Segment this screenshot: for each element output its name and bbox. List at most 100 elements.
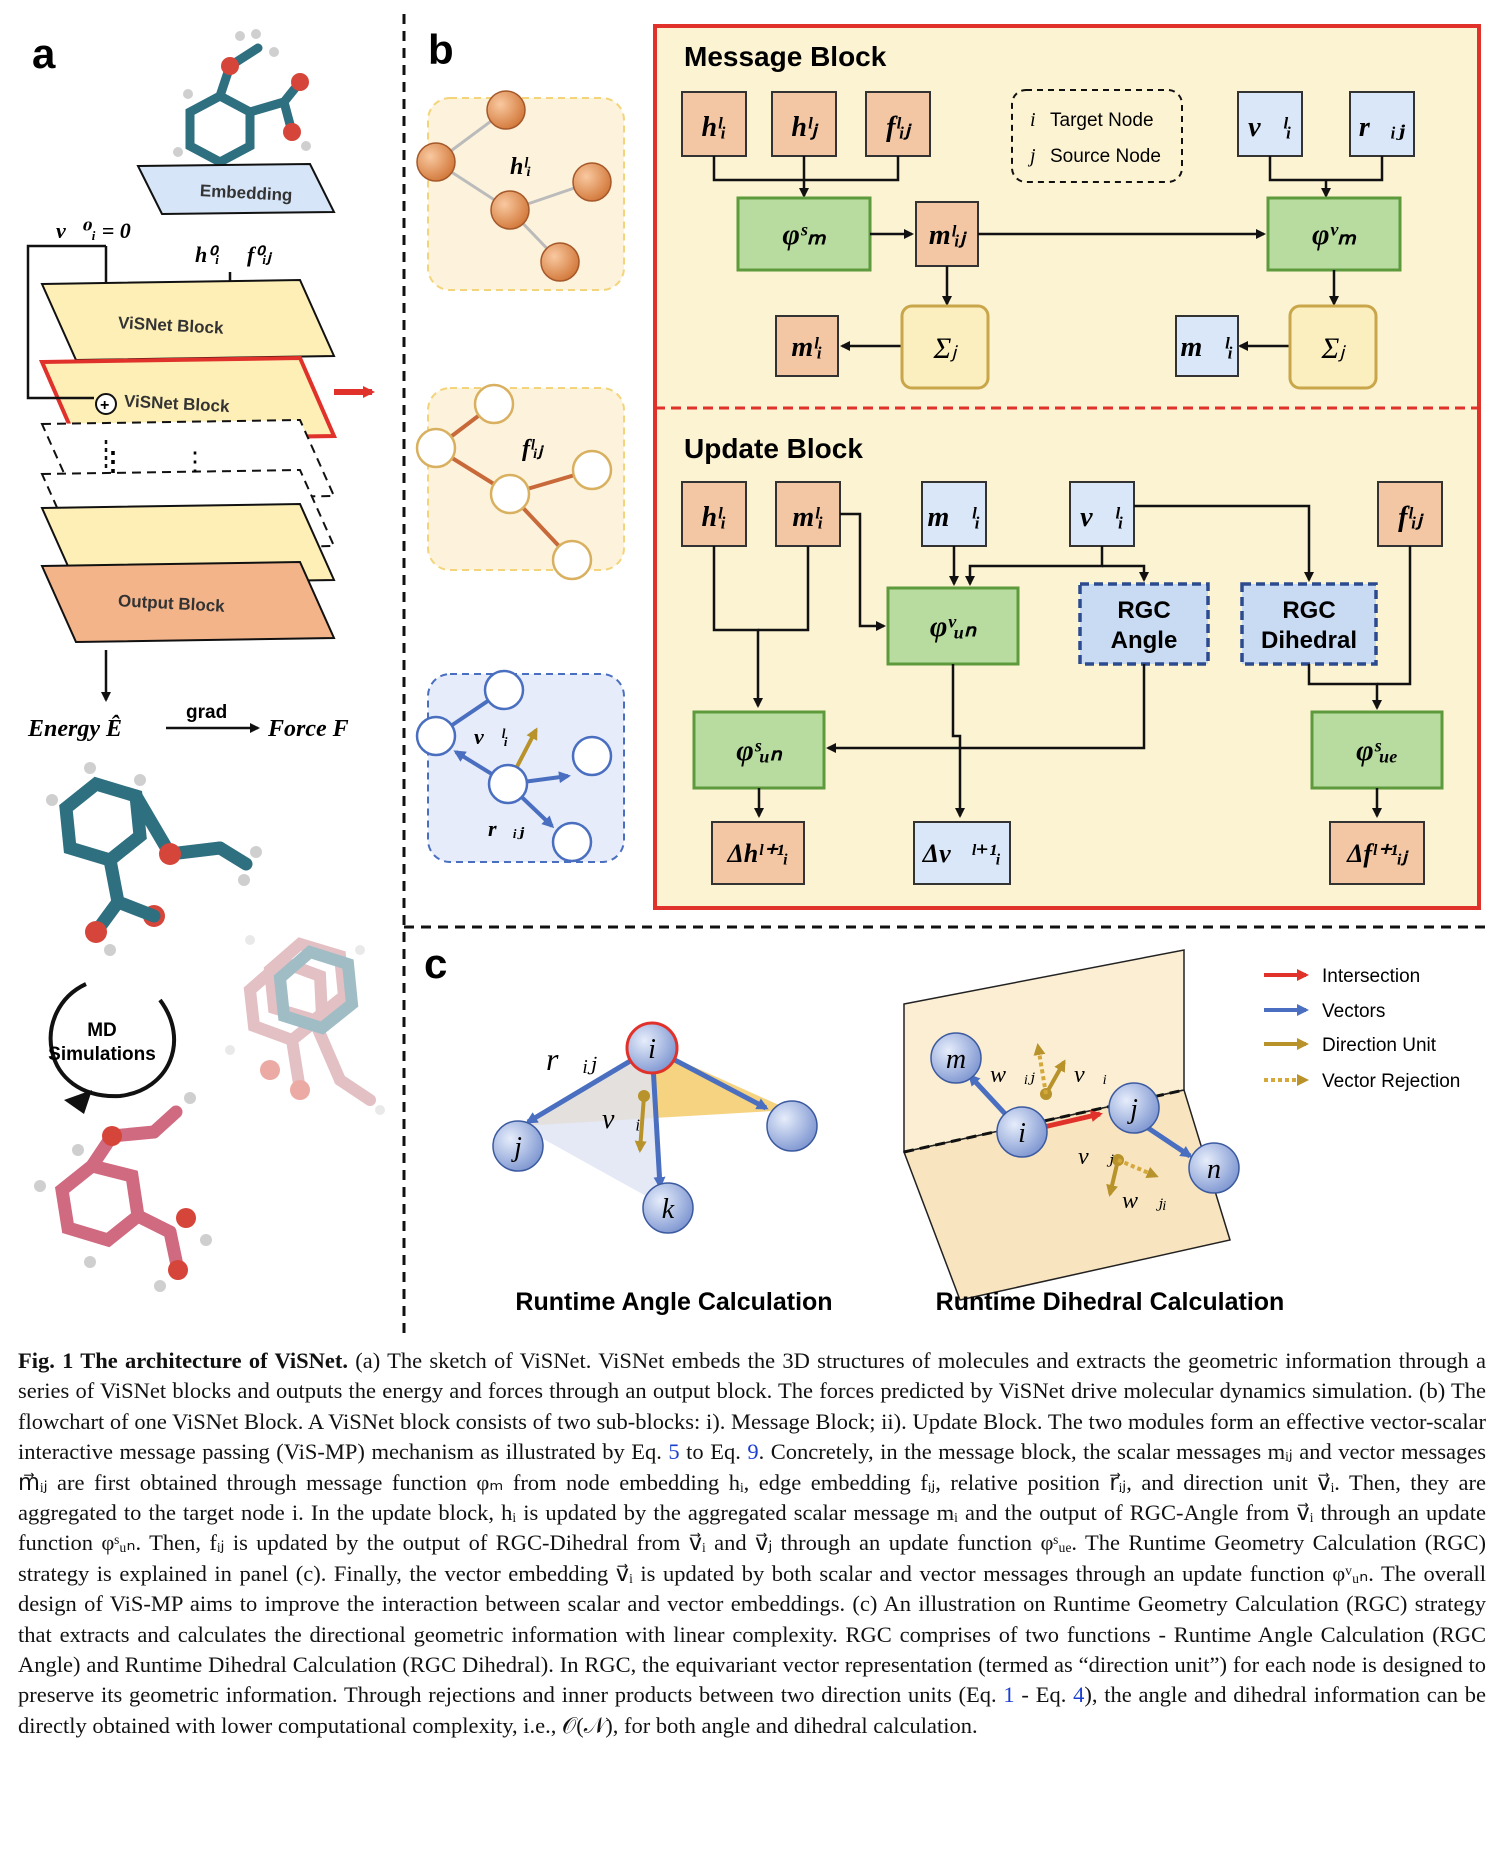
svg-text:v⃗ᵢ: v⃗ᵢ bbox=[602, 1104, 641, 1135]
caption-heading: Fig. 1 The architecture of ViSNet. bbox=[18, 1348, 348, 1373]
panel-c: Intersection Vectors Direction Unit Vect… bbox=[492, 949, 1460, 1316]
svg-text:v⃗ᵢ: v⃗ᵢ bbox=[1074, 1062, 1107, 1088]
svg-text:φᵛᵤₙ: φᵛᵤₙ bbox=[930, 610, 977, 643]
phi-message-scalar bbox=[736, 196, 872, 272]
output-delta-v bbox=[913, 821, 1011, 885]
sum-scalar bbox=[900, 304, 990, 390]
svg-text:mˡᵢⱼ: mˡᵢⱼ bbox=[929, 220, 967, 251]
panel-label-b: b bbox=[428, 26, 454, 73]
caption-body-5: ), the angle and dihedral information ca… bbox=[18, 1682, 1486, 1738]
oxygen-atom bbox=[221, 57, 239, 75]
runtime-dihedral-illustration: m i j n w⃗ᵢⱼ v⃗ᵢ v⃗ⱼ w⃗ⱼᵢ bbox=[902, 949, 1240, 1301]
legend-source: Source Node bbox=[1050, 146, 1161, 167]
svg-text:Direction Unit: Direction Unit bbox=[1322, 1035, 1437, 1056]
upd-input-v-i bbox=[1069, 481, 1135, 547]
caption-body-4: - Eq. bbox=[1014, 1682, 1074, 1708]
h0-label: h⁰ᵢ bbox=[195, 242, 220, 267]
eq-ref-9[interactable]: 9 bbox=[747, 1439, 759, 1465]
svg-text:+: + bbox=[100, 397, 109, 414]
phi-update-scalar bbox=[692, 710, 826, 790]
svg-text:Σⱼ: Σⱼ bbox=[1320, 332, 1346, 365]
output-delta-h bbox=[711, 821, 805, 885]
eq-ref-5[interactable]: 5 bbox=[668, 1439, 680, 1465]
upd-input-h-i bbox=[681, 481, 747, 547]
svg-text:fˡᵢⱼ: fˡᵢⱼ bbox=[886, 112, 912, 143]
svg-text:mˡᵢ: mˡᵢ bbox=[791, 332, 822, 363]
caption-body-2: to Eq. bbox=[679, 1439, 748, 1465]
svg-text:Δhˡ⁺¹ᵢ: Δhˡ⁺¹ᵢ bbox=[726, 839, 788, 868]
edge-f-label: fˡᵢⱼ bbox=[522, 436, 544, 462]
title-runtime-dihedral: Runtime Dihedral Calculation bbox=[936, 1288, 1285, 1316]
runtime-angle-illustration: i j k r⃗ᵢⱼ v⃗ᵢ bbox=[492, 1021, 818, 1234]
f0-label: f⁰ᵢⱼ bbox=[247, 242, 273, 267]
sum-op-icon bbox=[95, 393, 117, 415]
svg-text:φˢₘ: φˢₘ bbox=[782, 218, 827, 251]
message-vm-i bbox=[1175, 315, 1239, 377]
md-label-line1: MD bbox=[87, 1020, 117, 1041]
svg-text:v⃗ˡᵢ: v⃗ˡᵢ bbox=[1080, 502, 1124, 533]
svg-text:w⃗ᵢⱼ: w⃗ᵢⱼ bbox=[990, 1062, 1035, 1088]
title-runtime-angle: Runtime Angle Calculation bbox=[515, 1288, 832, 1316]
svg-text:Angle: Angle bbox=[1111, 627, 1178, 654]
svg-text:mˡᵢ: mˡᵢ bbox=[792, 502, 823, 533]
svg-text:v⃗ˡᵢ: v⃗ˡᵢ bbox=[1248, 112, 1292, 143]
svg-text:Intersection: Intersection bbox=[1322, 966, 1420, 987]
panel-label-c: c bbox=[424, 940, 447, 987]
panel-c-legend: Intersection Vectors Direction Unit Vect… bbox=[1264, 966, 1460, 1092]
svg-text:n: n bbox=[1207, 1154, 1221, 1185]
caption-body-1: (a) The sketch of ViSNet. ViSNet embeds … bbox=[18, 1348, 1486, 1465]
eq-ref-4[interactable]: 4 bbox=[1073, 1682, 1085, 1708]
message-block-title: Message Block bbox=[684, 41, 887, 72]
node-embedding-card bbox=[427, 97, 625, 291]
embedding-label: Embedding bbox=[199, 181, 292, 205]
node-h-label: hˡᵢ bbox=[510, 154, 531, 180]
svg-text:Σⱼ: Σⱼ bbox=[932, 332, 958, 365]
svg-text:i: i bbox=[1018, 1118, 1026, 1149]
svg-text:r⃗ᵢⱼ: r⃗ᵢⱼ bbox=[546, 1041, 597, 1077]
svg-text:m: m bbox=[946, 1044, 966, 1075]
svg-text:φˢᵤₙ: φˢᵤₙ bbox=[736, 734, 783, 767]
embedding-layer bbox=[136, 162, 336, 216]
svg-text:RGC: RGC bbox=[1282, 597, 1335, 624]
svg-text:hˡᵢ: hˡᵢ bbox=[701, 112, 726, 143]
phi-update-edge bbox=[1310, 710, 1444, 790]
msg-input-r-ij bbox=[1349, 91, 1415, 157]
figure-caption: Fig. 1 The architecture of ViSNet. (a) T… bbox=[18, 1346, 1486, 1741]
phi-message-vector bbox=[1266, 196, 1402, 272]
msg-input-v-i bbox=[1237, 91, 1303, 157]
msg-input-h-j bbox=[771, 91, 837, 157]
svg-text:m⃗ˡᵢ: m⃗ˡᵢ bbox=[927, 502, 980, 533]
vector-card bbox=[427, 673, 625, 863]
message-m-ij bbox=[915, 201, 979, 267]
upd-input-m-i bbox=[775, 481, 841, 547]
svg-text:j: j bbox=[1127, 1094, 1138, 1125]
energy-label: Energy Ê bbox=[27, 715, 122, 742]
caption-body-3: . Concretely, in the message block, the … bbox=[18, 1439, 1486, 1708]
svg-text:m⃗ˡᵢ: m⃗ˡᵢ bbox=[1180, 332, 1233, 363]
eq-ref-1[interactable]: 1 bbox=[1003, 1682, 1015, 1708]
molecule-ensemble bbox=[225, 935, 385, 1115]
output-block bbox=[40, 560, 336, 644]
md-cycle-arrow bbox=[48, 982, 177, 1099]
vector-r-label: r⃗ᵢⱼ bbox=[488, 816, 524, 841]
layer-dots-2: ⋮ bbox=[182, 446, 208, 476]
edge-embedding-card bbox=[427, 387, 625, 571]
sum-vector bbox=[1288, 304, 1378, 390]
update-block-title: Update Block bbox=[684, 433, 863, 464]
svg-text:j: j bbox=[1027, 145, 1036, 167]
svg-text:j: j bbox=[511, 1132, 522, 1163]
panel-b-illustrations: hˡᵢ fˡᵢⱼ v⃗ˡᵢ r⃗ᵢⱼ bbox=[415, 90, 625, 863]
flowchart: Message Block i Target Node j Source Nod… bbox=[653, 24, 1481, 910]
node-legend bbox=[1011, 89, 1183, 183]
svg-text:φˢᵤₑ: φˢᵤₑ bbox=[1356, 734, 1398, 767]
svg-text:v⃗ⱼ: v⃗ⱼ bbox=[1078, 1144, 1114, 1170]
svg-text:RGC: RGC bbox=[1117, 597, 1170, 624]
svg-text:Dihedral: Dihedral bbox=[1261, 627, 1357, 654]
svg-text:r⃗ᵢⱼ: r⃗ᵢⱼ bbox=[1359, 112, 1405, 143]
legend-target: Target Node bbox=[1050, 110, 1154, 131]
visnet-block-1 bbox=[40, 278, 336, 362]
svg-text:k: k bbox=[662, 1194, 675, 1225]
svg-text:i: i bbox=[648, 1034, 656, 1065]
md-label-line2: Simulations bbox=[48, 1044, 156, 1065]
svg-text:i: i bbox=[1030, 109, 1036, 131]
